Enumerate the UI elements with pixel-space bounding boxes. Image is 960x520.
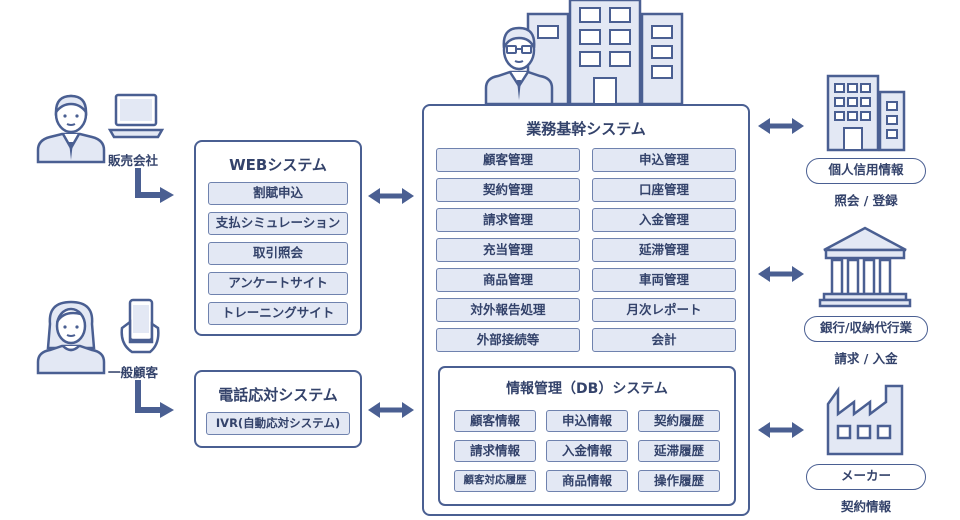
db-system-title: 情報管理（DB）システム [506,381,668,397]
core-item-product-mgmt: 商品管理 [436,268,580,292]
core-item-contract-mgmt: 契約管理 [436,178,580,202]
db-item-operation-history: 操作履歴 [638,470,720,492]
web-item-installment: 割賦申込 [208,182,348,205]
woman-icon [36,300,106,375]
arrow-down-right-icon [135,168,174,203]
db-item-application-info: 申込情報 [546,410,628,432]
db-item-payment-info: 入金情報 [546,440,628,462]
web-system-title: WEBシステム [229,156,327,174]
double-arrow-icon [758,266,804,282]
db-system-panel: 情報管理（DB）システム 顧客情報 申込情報 契約履歴 請求情報 入金情報 延滞… [438,366,736,506]
phone-item-ivr: IVR(自動応対システム) [206,412,350,435]
web-item-transaction: 取引照会 [208,242,348,265]
phone-system-title: 電話応対システム [218,386,338,404]
web-system-panel: WEBシステム 割賦申込 支払シミュレーション 取引照会 アンケートサイト トレ… [194,140,362,336]
core-item-accounting: 会計 [592,328,736,352]
db-item-customer-info: 顧客情報 [454,410,536,432]
bank-icon [818,226,912,308]
db-item-contract-history: 契約履歴 [638,410,720,432]
db-item-support-history: 顧客対応履歴 [454,470,536,492]
double-arrow-icon [758,422,804,438]
core-item-payment-mgmt: 入金管理 [592,208,736,232]
core-item-allocation-mgmt: 充当管理 [436,238,580,262]
headquarters-building-icon [484,0,684,106]
double-arrow-icon [758,118,804,134]
core-item-monthly-report: 月次レポート [592,298,736,322]
businessman-icon [36,94,106,164]
core-item-arrears-mgmt: 延滞管理 [592,238,736,262]
credit-info-tag: 個人信用情報 [806,158,926,184]
smartphone-icon [120,298,160,354]
sales-company-label: 販売会社 [108,153,159,168]
general-customer-label: 一般顧客 [108,365,159,380]
core-item-customer-mgmt: 顧客管理 [436,148,580,172]
core-item-billing-mgmt: 請求管理 [436,208,580,232]
bank-agent-action: 請求 / 入金 [834,351,898,366]
laptop-icon [107,93,165,139]
phone-system-panel: 電話応対システム IVR(自動応対システム) [194,370,362,448]
factory-icon [826,384,904,456]
core-item-application-mgmt: 申込管理 [592,148,736,172]
web-item-survey: アンケートサイト [208,272,348,295]
core-item-external-connect: 外部接続等 [436,328,580,352]
core-system-panel: 業務基幹システム 顧客管理 契約管理 請求管理 充当管理 商品管理 対外報告処理… [422,104,750,516]
db-item-billing-info: 請求情報 [454,440,536,462]
core-system-title: 業務基幹システム [526,120,646,138]
db-item-product-info: 商品情報 [546,470,628,492]
credit-info-action: 照会 / 登録 [834,193,898,208]
office-building-icon [826,74,906,152]
core-item-external-report: 対外報告処理 [436,298,580,322]
bank-agent-tag: 銀行/収納代行業 [804,316,928,342]
core-item-account-mgmt: 口座管理 [592,178,736,202]
double-arrow-icon [368,188,414,204]
maker-tag: メーカー [806,464,926,490]
web-item-simulation: 支払シミュレーション [208,212,348,235]
arrow-down-right-icon [135,380,174,418]
db-item-arrears-history: 延滞履歴 [638,440,720,462]
maker-action: 契約情報 [840,499,891,514]
web-item-training: トレーニングサイト [208,302,348,325]
double-arrow-icon [368,402,414,418]
core-item-vehicle-mgmt: 車両管理 [592,268,736,292]
